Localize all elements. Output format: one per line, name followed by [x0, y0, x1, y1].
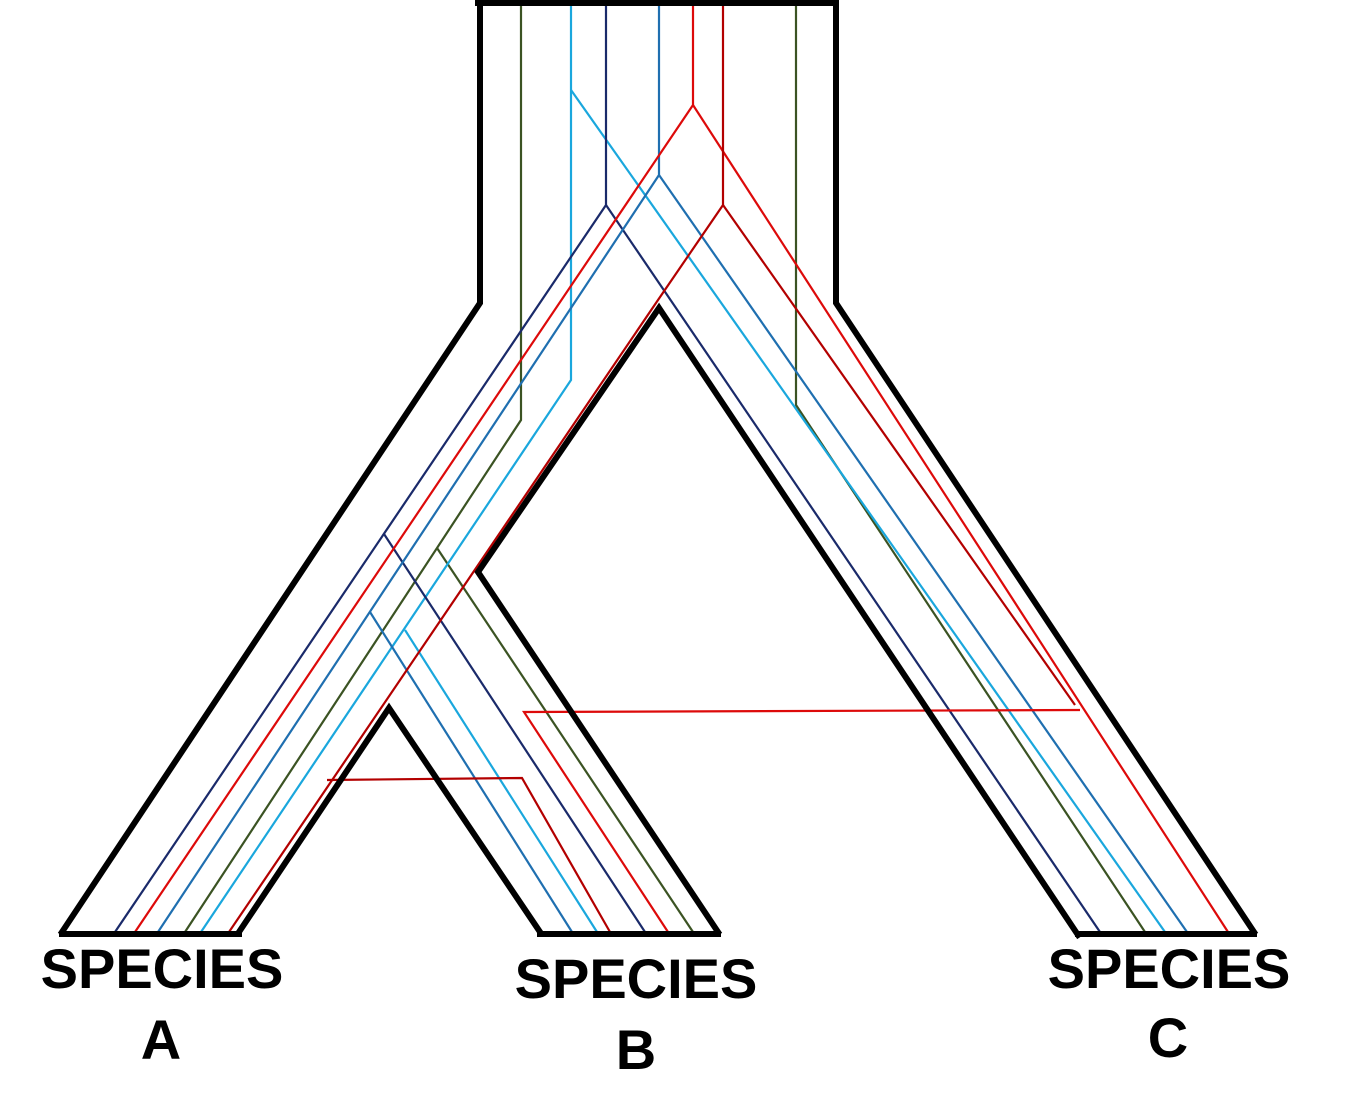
- green-lineage-trunk-to-c: [794, 3, 1146, 933]
- tree-outline-right: [833, 0, 1259, 937]
- skyblue-lineage-to-c: [570, 89, 1166, 933]
- species-b-letter: B: [616, 1018, 656, 1081]
- tree-outline-inner-ab: [234, 702, 545, 937]
- navy-lineage-trunk: [114, 3, 608, 933]
- species-a-label: SPECIES A: [41, 937, 284, 1071]
- red-lineage-to-c: [692, 104, 1229, 933]
- green-lineage-branch-b: [436, 547, 694, 933]
- steelblue-lineage-to-b: [369, 611, 573, 933]
- skyblue-lineage-trunk: [200, 3, 573, 933]
- skyblue-lineage-to-b: [404, 629, 598, 933]
- steelblue-lineage-to-c: [658, 174, 1188, 933]
- darkred-lineage-trunk: [228, 3, 725, 933]
- species-c-letter: C: [1148, 1006, 1188, 1069]
- red-lineage-migration-c-to-b: [521, 708, 1081, 933]
- species-a-letter: A: [141, 1008, 181, 1071]
- navy-lineage-to-c: [605, 204, 1101, 933]
- steelblue-lineage-trunk: [157, 3, 661, 933]
- darkred-lineage-to-c: [722, 204, 1076, 706]
- navy-lineage-to-b: [383, 533, 646, 933]
- red-lineage-trunk: [134, 3, 695, 933]
- species-c-label: SPECIES C: [1048, 937, 1291, 1069]
- species-c-word: SPECIES: [1048, 937, 1291, 1000]
- tree-outline-left: [57, 0, 483, 937]
- green-lineage-trunk-to-b: [184, 3, 523, 933]
- species-b-word: SPECIES: [515, 947, 758, 1010]
- tree-outline-inner-bc: [474, 302, 1083, 940]
- species-b-label: SPECIES B: [515, 947, 758, 1081]
- species-a-word: SPECIES: [41, 937, 284, 1000]
- gene-lineages: [114, 3, 1229, 933]
- darkred-lineage-migration-a-to-b: [326, 776, 611, 933]
- species-tree-outline: [57, 0, 1259, 940]
